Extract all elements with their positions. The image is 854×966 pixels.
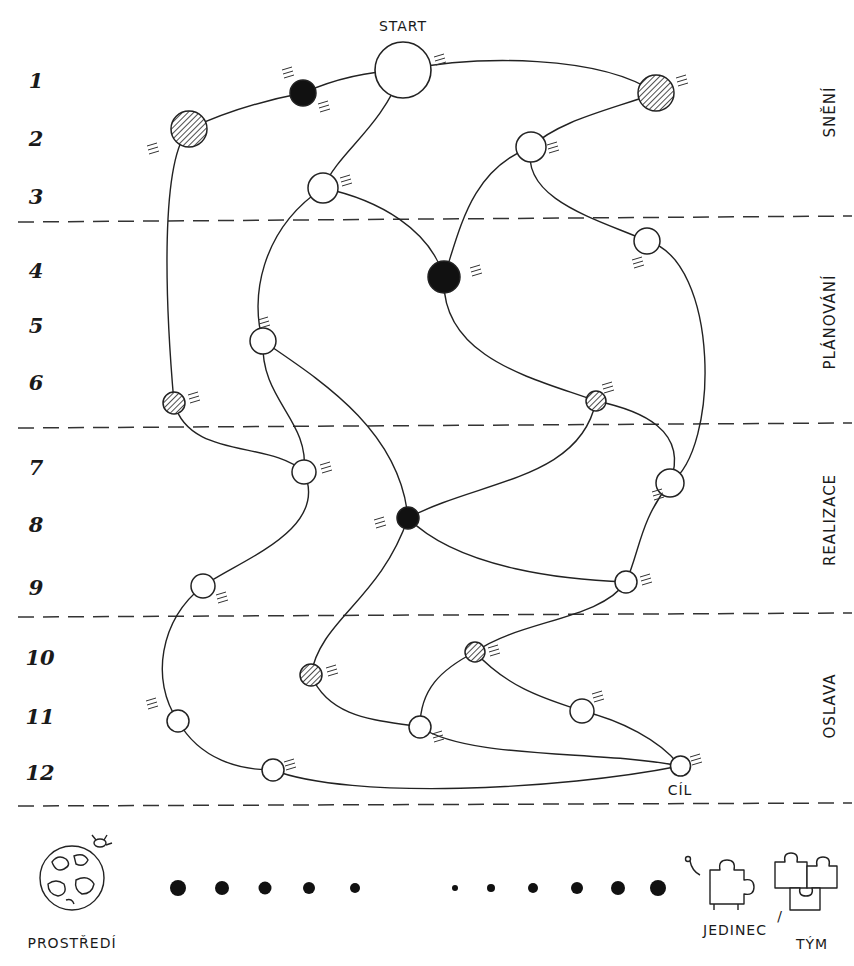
legend-caption: PROSTŘEDÍ <box>27 936 116 950</box>
phase-label: PLÁNOVÁNÍ <box>823 275 838 370</box>
finish-station: CÍL <box>664 755 697 799</box>
station-label: START <box>373 19 433 33</box>
legend-caption: / <box>777 909 783 923</box>
row-number: 9 <box>29 577 44 598</box>
legend-caption: JEDINEC <box>703 923 767 937</box>
row-number: 7 <box>29 457 44 478</box>
row-number: 10 <box>25 647 54 668</box>
phase-label: REALIZACE <box>823 474 838 566</box>
row-number: 6 <box>29 372 44 393</box>
phase-label: SNĚNÍ <box>823 87 838 138</box>
row-number: 3 <box>29 186 44 207</box>
row-number: 4 <box>29 260 44 281</box>
row-number: 1 <box>29 70 44 91</box>
row-number: 2 <box>29 128 44 149</box>
row-number: 11 <box>25 706 54 727</box>
start-station: START <box>373 19 433 99</box>
row-number: 8 <box>29 514 44 535</box>
row-number: 5 <box>29 315 44 336</box>
row-number: 12 <box>25 762 54 783</box>
legend-caption: TÝM <box>796 937 828 951</box>
station-label: CÍL <box>664 783 697 797</box>
phase-label: OSLAVA <box>823 674 838 739</box>
